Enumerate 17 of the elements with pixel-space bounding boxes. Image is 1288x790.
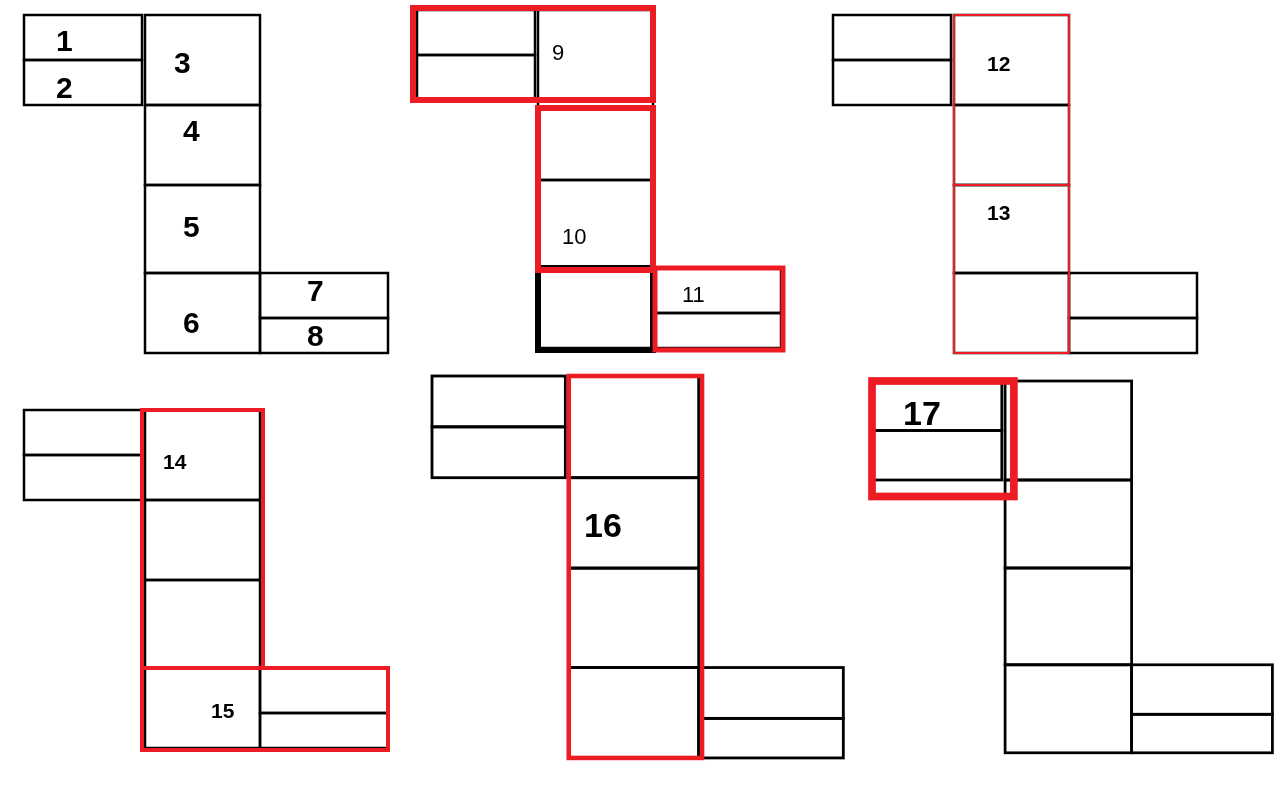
callout-number: 3 [174, 48, 191, 78]
callout-number: 15 [211, 700, 235, 721]
callout-number: 10 [562, 226, 587, 248]
callout-number: 2 [56, 73, 73, 103]
callout-number: 5 [183, 212, 200, 242]
callout-number: 16 [584, 508, 622, 542]
callout-number: 4 [183, 116, 200, 146]
callout-number: 9 [552, 42, 565, 64]
callout-number: 12 [987, 53, 1011, 74]
callout-number: 7 [307, 276, 324, 306]
callout-number: 17 [903, 396, 941, 430]
callout-number: 1 [56, 26, 73, 56]
callout-number: 14 [163, 451, 187, 472]
callout-number: 6 [183, 308, 200, 338]
callout-number: 11 [682, 284, 705, 306]
callout-number: 13 [987, 202, 1011, 223]
callout-number: 8 [307, 321, 324, 351]
